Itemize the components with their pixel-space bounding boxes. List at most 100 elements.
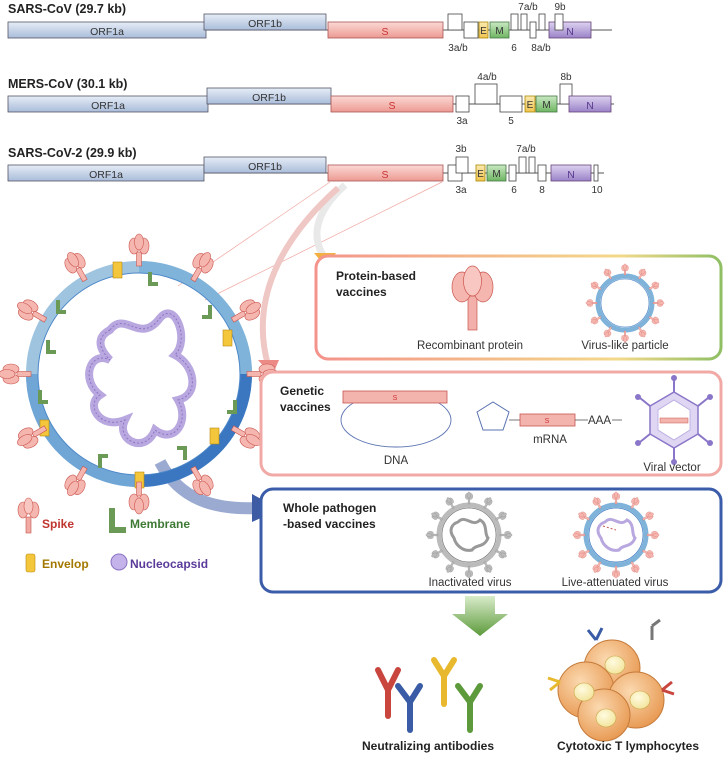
m-gene [489,21,510,39]
orf1b-label: ORF1b [248,18,282,30]
spike-protein [585,299,598,307]
spike-protein [646,531,660,539]
orf1b-gene [203,13,327,31]
live-spikes [572,491,660,579]
spike-protein [612,565,620,579]
spike-protein [642,511,654,521]
n-gene-label: N [567,169,575,181]
orf-label-bottom: 8 [539,185,545,196]
n-gene-label: N [566,26,574,38]
spike-protein [445,561,455,573]
legend-spike-label: Spike [42,517,74,531]
orf-label-top: 3b [455,144,467,155]
n-gene [568,95,612,113]
spike-protein [483,561,493,573]
spike-protein [64,465,88,496]
spike-gene-label: S [381,26,388,38]
live-attenuated-virus-label: Live-attenuated virus [562,577,669,589]
spike-protein [425,531,439,539]
spike-protein [0,363,32,385]
genetic-vaccines-box: Genetic vaccines S DNA S AAA mRNA [259,370,723,477]
m-gene [535,95,558,113]
mrna-label: mRNA [533,434,567,446]
n-gene-label: N [586,100,594,112]
down-arrow [452,596,508,636]
neutralizing-antibodies-label: Neutralizing antibodies [362,739,494,753]
spike-gene [327,164,444,182]
spike-protein [128,481,150,515]
orf-label-bottom: 3a [456,116,468,127]
spike-protein [652,299,665,307]
orf-label-top: 4a/b [477,72,497,83]
orf-label-bottom: 8a/b [531,43,551,54]
legend: Spike Membrane Envelop Nucleocapsid [17,497,208,573]
spike-protein [603,326,612,338]
inactivated-virus-label: Inactivated virus [428,577,511,589]
spike-protein [495,549,507,559]
curved-arrow [313,182,348,261]
cytotoxic-t-lymphocytes-label: Cytotoxic T lymphocytes [557,739,699,753]
m-gene-label: M [542,100,550,111]
e-gene [475,164,486,182]
t-lymphocytes-icon [547,618,675,742]
plasmid-s-label: S [393,395,398,402]
vlp-spikes [585,263,665,343]
spike-protein [64,252,88,283]
spike-protein [590,316,602,325]
projection-line [204,181,443,301]
spike-protein [17,299,48,323]
nucleocapsid [85,309,197,448]
orf-label-top: 7a/b [518,2,538,13]
inactivated-spikes [425,491,513,579]
spike-protein [483,497,493,509]
spike-protein [431,511,443,521]
spike-protein [621,330,629,343]
m-gene-label: M [495,26,503,37]
orf-label-bottom: 3a [455,185,467,196]
e-gene-label: E [480,26,487,37]
polya-tail-label: AAA [588,415,611,427]
spike-gene [327,21,444,39]
orf1b-gene [203,156,327,174]
protein-box-title: vaccines [336,285,387,299]
orf-label-top: 7a/b [516,144,536,155]
genome-mers-cov: MERS-CoV (30.1 kb) ORF1a ORF1b S E M N 4… [7,72,614,127]
protein-based-vaccines-box: Protein-based vaccines Recombinant prote… [314,254,723,361]
viral-vector-label: Viral vector [643,462,700,474]
legend-membrane-label: Membrane [130,517,190,531]
spike-protein [465,491,473,505]
spike-protein [642,549,654,559]
mrna-cap-icon [476,401,510,431]
spike-protein [612,491,620,505]
live-attenuated-virus-icon [583,502,649,568]
spike-protein [499,531,513,539]
spike-protein [578,549,590,559]
spike-protein [190,465,214,496]
whole-pathogen-vaccines-box: Whole pathogen -based vaccines Inactivat… [259,487,723,594]
orf-label-bottom: 5 [508,116,514,127]
m-gene-label: M [492,169,500,180]
spike-protein [465,565,473,579]
spike-protein [638,326,647,338]
spike-protein [431,549,443,559]
orf1a-label: ORF1a [90,26,124,38]
virus-like-particle-icon [595,273,655,333]
spike-protein [17,425,48,449]
e-gene [524,95,536,113]
genome-sars-cov: SARS-CoV (29.7 kb) ORF1a ORF1b S E M N 7… [7,2,612,54]
protein-box-title: Protein-based [336,269,416,283]
inactivated-virus-icon [436,502,502,568]
antibodies-icon [375,657,483,733]
orf1a-label: ORF1a [89,169,123,181]
orf1a-label: ORF1a [91,100,125,112]
spike-protein [648,281,660,290]
genome-sars-cov-2: SARS-CoV-2 (29.9 kb) ORF1a ORF1b S E M N… [7,144,604,196]
e-gene-label: E [477,169,484,180]
e-gene-label: E [527,100,534,111]
spike-protein [578,511,590,521]
orf-label-bottom: 3a/b [448,43,468,54]
spike-protein [638,268,647,280]
genome-title: SARS-CoV-2 (29.9 kb) [8,146,137,160]
legend-envelop-label: Envelop [42,557,89,571]
